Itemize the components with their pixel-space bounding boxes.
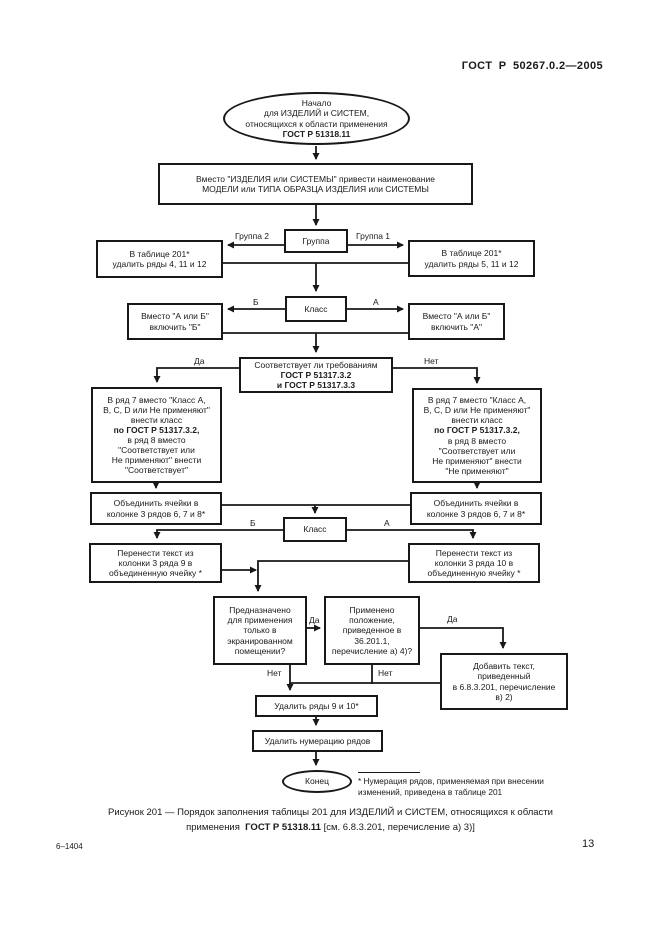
table-right-text: В таблице 201* удалить ряды 5, 11 и 12 xyxy=(424,248,519,269)
start-line-3: относящихся к области применения xyxy=(245,118,388,129)
conformity-line-1: Соответствует ли требованиям xyxy=(254,359,378,370)
start-node: Начало для ИЗДЕЛИЙ и СИСТЕМ, относящихся… xyxy=(223,92,410,145)
end-text: Конец xyxy=(305,776,329,787)
conformity-decision: Соответствует ли требованиям ГОСТ Р 5131… xyxy=(239,357,393,393)
applied-provision-text: Применено положение, приведенное в 36.20… xyxy=(331,605,413,656)
group-decision-text: Группа xyxy=(302,235,330,246)
page-header: ГОСТ Р 50267.0.2—2005 xyxy=(461,60,603,72)
row7-not-applied-step: В ряд 7 вместо "Класс А, В, С, D или Не … xyxy=(412,388,542,483)
class-decision-1-text: Класс xyxy=(304,303,328,314)
table-left-text: В таблице 201* удалить ряды 4, 11 и 12 xyxy=(112,248,207,269)
start-line-2: для ИЗДЕЛИЙ и СИСТЕМ, xyxy=(263,108,370,119)
merge-cells-right-text: Объединить ячейки в колонке 3 рядов 6, 7… xyxy=(426,498,526,519)
caption-line-2c: [см. 6.8.3.201, перечисление а) 3)] xyxy=(320,821,475,833)
edge-label-no-2: Нет xyxy=(266,668,283,678)
row7-right-l4: по ГОСТ Р 51317.3.2, xyxy=(434,425,520,436)
edge-label-yes-3: Да xyxy=(446,614,459,624)
group-decision: Группа xyxy=(284,229,348,253)
table-delete-rows-5-11-12-step: В таблице 201* удалить ряды 5, 11 и 12 xyxy=(408,240,535,277)
conformity-line-3: и ГОСТ Р 51317.3.3 xyxy=(276,380,356,391)
delete-rows-text: Удалить ряды 9 и 10* xyxy=(274,700,359,711)
footnote: * Нумерация рядов, применяемая при внесе… xyxy=(358,776,544,798)
start-line-4: ГОСТ Р 51318.11 xyxy=(282,128,351,139)
caption-line-2b: ГОСТ Р 51318.11 xyxy=(245,821,321,833)
caption-line-2a: применения xyxy=(186,821,246,833)
row7-conforms-step: В ряд 7 вместо "Класс А, В, С, D или Не … xyxy=(91,387,222,483)
row7-left-l4: по ГОСТ Р 51317.3.2, xyxy=(113,424,200,435)
shielded-room-text: Предназначено для применения только в эк… xyxy=(227,605,293,656)
merge-cells-left-step: Объединить ячейки в колонке 3 рядов 6, 7… xyxy=(90,492,222,525)
edge-label-class-a-2: А xyxy=(383,518,391,528)
class-decision-1: Класс xyxy=(285,296,347,322)
transfer-row10-text: Перенести текст из колонки 3 ряда 10 в о… xyxy=(427,547,521,578)
row7-right-l1: В ряд 7 вместо "Класс А, xyxy=(427,395,527,406)
add-text-step: Добавить текст, приведенный в 6.8.3.201,… xyxy=(440,653,568,710)
footnote-rule xyxy=(358,772,420,773)
class-decision-2-text: Класс xyxy=(303,524,327,535)
edge-label-yes-2: Да xyxy=(308,615,321,625)
transfer-row9-step: Перенести текст из колонки 3 ряда 9 в об… xyxy=(89,543,222,583)
applied-provision-decision: Применено положение, приведенное в 36.20… xyxy=(324,596,420,665)
edge-label-group-1: Группа 1 xyxy=(355,231,392,241)
include-class-b-step: Вместо "А или Б" включить "Б" xyxy=(127,303,223,340)
row7-right-l7: Не применяют" внести xyxy=(432,455,522,466)
merge-cells-left-text: Объединить ячейки в колонке 3 рядов 6, 7… xyxy=(106,498,206,519)
row7-left-l7: Не применяют" внести xyxy=(111,455,202,466)
edge-label-no-3: Нет xyxy=(377,668,394,678)
end-node: Конец xyxy=(282,770,352,793)
edge-label-yes-1: Да xyxy=(193,356,206,366)
row7-right-l5: в ряд 8 вместо xyxy=(447,435,507,446)
edge-label-class-b-1: Б xyxy=(252,297,260,307)
add-text-text: Добавить текст, приведенный в 6.8.3.201,… xyxy=(452,661,556,702)
merge-cells-right-step: Объединить ячейки в колонке 3 рядов 6, 7… xyxy=(410,492,542,525)
row7-right-l3: внести класс xyxy=(451,415,503,426)
edge-label-no-1: Нет xyxy=(423,356,440,366)
caption-line-2: применения ГОСТ Р 51318.11 [см. 6.8.3.20… xyxy=(0,821,661,836)
table-delete-rows-4-11-12-step: В таблице 201* удалить ряды 4, 11 и 12 xyxy=(96,240,223,278)
transfer-row9-text: Перенести текст из колонки 3 ряда 9 в об… xyxy=(109,547,202,578)
class-decision-2: Класс xyxy=(283,517,347,542)
footer-document-code: 6–1404 xyxy=(56,842,83,851)
transfer-row10-step: Перенести текст из колонки 3 ряда 10 в о… xyxy=(408,543,540,583)
caption-line-1: Рисунок 201 — Порядок заполнения таблицы… xyxy=(108,807,553,818)
include-class-a-step: Вместо "А или Б" включить "А" xyxy=(408,303,505,340)
shielded-room-decision: Предназначено для применения только в эк… xyxy=(213,596,307,665)
edge-label-group-2: Группа 2 xyxy=(234,231,271,241)
row7-right-l2: В, С, D или Не применяют" xyxy=(423,405,531,416)
row7-left-l3: внести класс xyxy=(130,414,183,425)
row7-left-l8: "Соответствует" xyxy=(125,465,188,476)
delete-numbering-step: Удалить нумерацию рядов xyxy=(252,730,383,752)
row7-right-l6: "Соответствует или xyxy=(438,445,516,456)
delete-numbering-text: Удалить нумерацию рядов xyxy=(264,735,371,746)
conformity-line-2: ГОСТ Р 51317.3.2 xyxy=(280,370,352,380)
row7-left-l5: в ряд 8 вместо xyxy=(127,435,186,445)
start-line-1: Начало xyxy=(301,98,332,109)
edge-label-class-a-1: А xyxy=(372,297,380,307)
row7-left-l2: В, С, D или Не применяют" xyxy=(103,404,210,415)
rename-model-step: Вместо "ИЗДЕЛИЯ или СИСТЕМЫ" привести на… xyxy=(158,163,473,205)
delete-rows-9-10-step: Удалить ряды 9 и 10* xyxy=(255,695,378,717)
row7-left-l1: В ряд 7 вместо "Класс А, xyxy=(107,394,206,405)
include-class-b-text: Вместо "А или Б" включить "Б" xyxy=(141,311,209,332)
footer-page-number: 13 xyxy=(582,838,595,850)
include-class-a-text: Вместо "А или Б" включить "А" xyxy=(422,311,491,332)
rename-model-text: Вместо "ИЗДЕЛИЯ или СИСТЕМЫ" привести на… xyxy=(196,173,435,194)
row7-left-l6: "Соответствует или xyxy=(118,445,195,456)
edge-label-class-b-2: Б xyxy=(249,518,257,528)
figure-caption: Рисунок 201 — Порядок заполнения таблицы… xyxy=(0,806,661,835)
row7-right-l8: "Не применяют" xyxy=(445,465,509,476)
